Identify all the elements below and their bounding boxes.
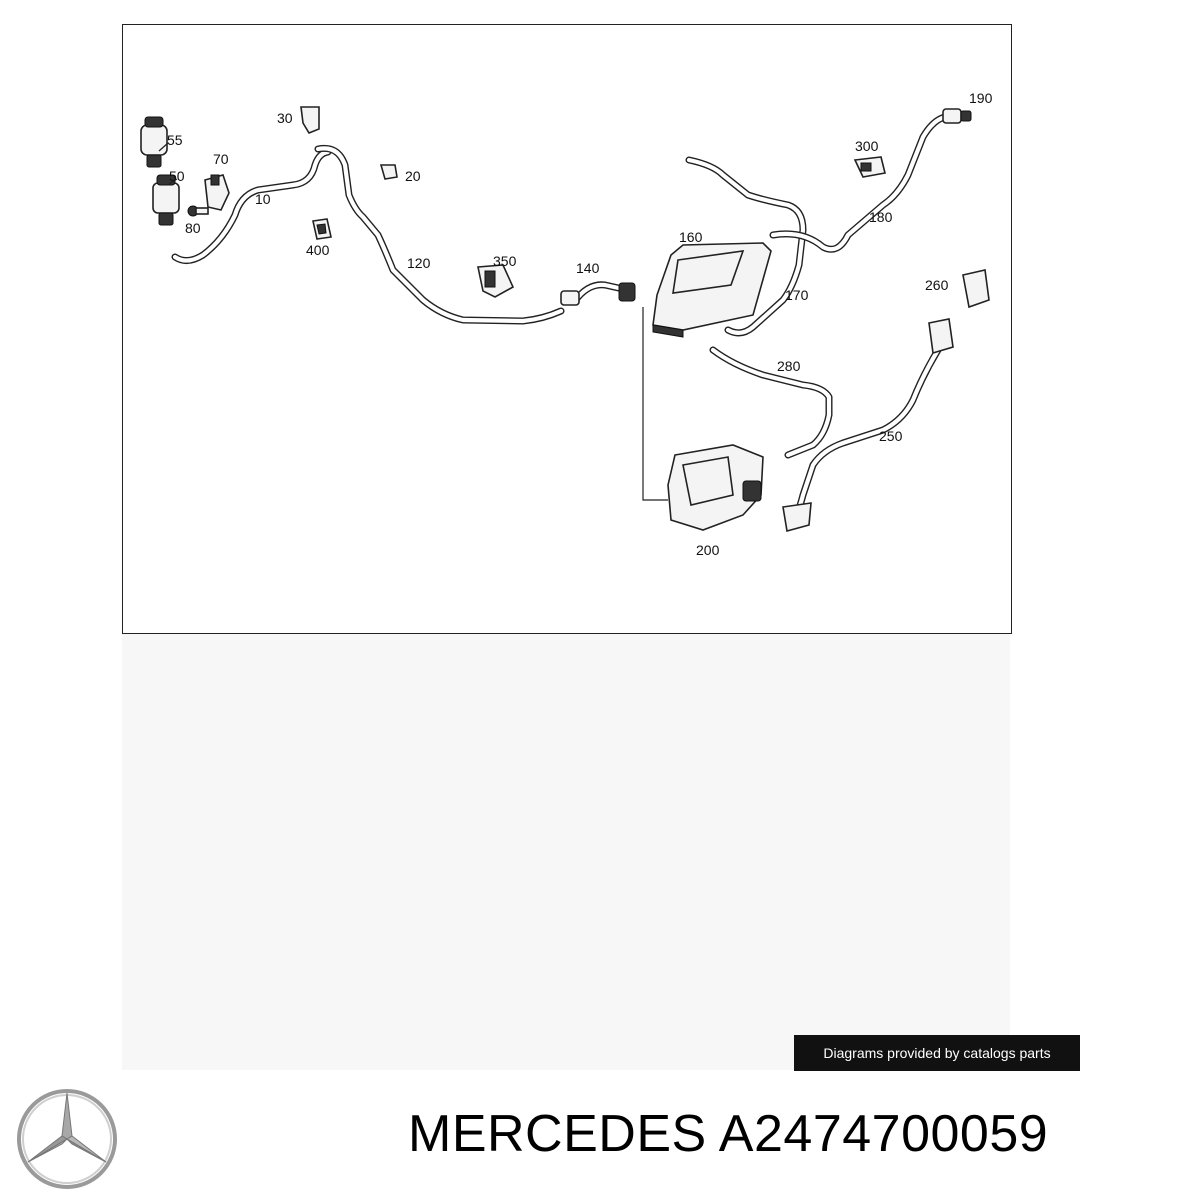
connector-140 bbox=[560, 282, 636, 306]
leader-lines bbox=[158, 142, 668, 501]
screw-80 bbox=[187, 205, 209, 217]
label-260: 260 bbox=[925, 277, 949, 293]
label-170: 170 bbox=[785, 287, 809, 303]
hose-lines bbox=[171, 113, 949, 529]
connector-260 bbox=[928, 269, 990, 355]
parts-diagram: 30 55 70 50 20 10 80 400 350 120 140 160… bbox=[140, 90, 993, 558]
unit-200 bbox=[667, 444, 764, 531]
tank-160 bbox=[652, 242, 772, 338]
blank-panel bbox=[122, 634, 1010, 1070]
label-50: 50 bbox=[169, 168, 185, 184]
bracket-70 bbox=[204, 174, 230, 211]
label-160: 160 bbox=[679, 229, 703, 245]
label-20: 20 bbox=[405, 168, 421, 184]
label-300: 300 bbox=[855, 138, 879, 154]
credit-badge: Diagrams provided by catalogs parts bbox=[794, 1035, 1080, 1071]
clip-300 bbox=[853, 156, 886, 178]
credit-text: Diagrams provided by catalogs parts bbox=[823, 1045, 1051, 1061]
label-140: 140 bbox=[576, 260, 600, 276]
brand-name: MERCEDES bbox=[408, 1105, 707, 1163]
clamp-400 bbox=[312, 218, 332, 240]
label-250: 250 bbox=[879, 428, 903, 444]
label-30: 30 bbox=[277, 110, 293, 126]
label-10: 10 bbox=[255, 191, 271, 207]
clip-30 bbox=[300, 106, 320, 134]
parts-diagram-frame: 30 55 70 50 20 10 80 400 350 120 140 160… bbox=[122, 24, 1012, 634]
label-280: 280 bbox=[777, 358, 801, 374]
label-180: 180 bbox=[869, 209, 893, 225]
label-200: 200 bbox=[696, 542, 720, 558]
label-120: 120 bbox=[407, 255, 431, 271]
label-70: 70 bbox=[213, 151, 229, 167]
label-55: 55 bbox=[167, 132, 183, 148]
label-400: 400 bbox=[306, 242, 330, 258]
mercedes-star-icon bbox=[17, 1089, 117, 1189]
connector-250-end bbox=[782, 502, 812, 533]
label-350: 350 bbox=[493, 253, 517, 269]
valve-55 bbox=[140, 116, 168, 168]
part-number: A2474700059 bbox=[718, 1105, 1049, 1163]
part-labels: 30 55 70 50 20 10 80 400 350 120 140 160… bbox=[167, 90, 993, 558]
bracket-350 bbox=[477, 264, 515, 298]
part-title: MERCEDES A2474700059 bbox=[408, 1104, 1048, 1164]
clip-20 bbox=[379, 164, 398, 180]
connector-190 bbox=[942, 108, 972, 124]
label-80: 80 bbox=[185, 220, 201, 236]
label-190: 190 bbox=[969, 90, 993, 106]
